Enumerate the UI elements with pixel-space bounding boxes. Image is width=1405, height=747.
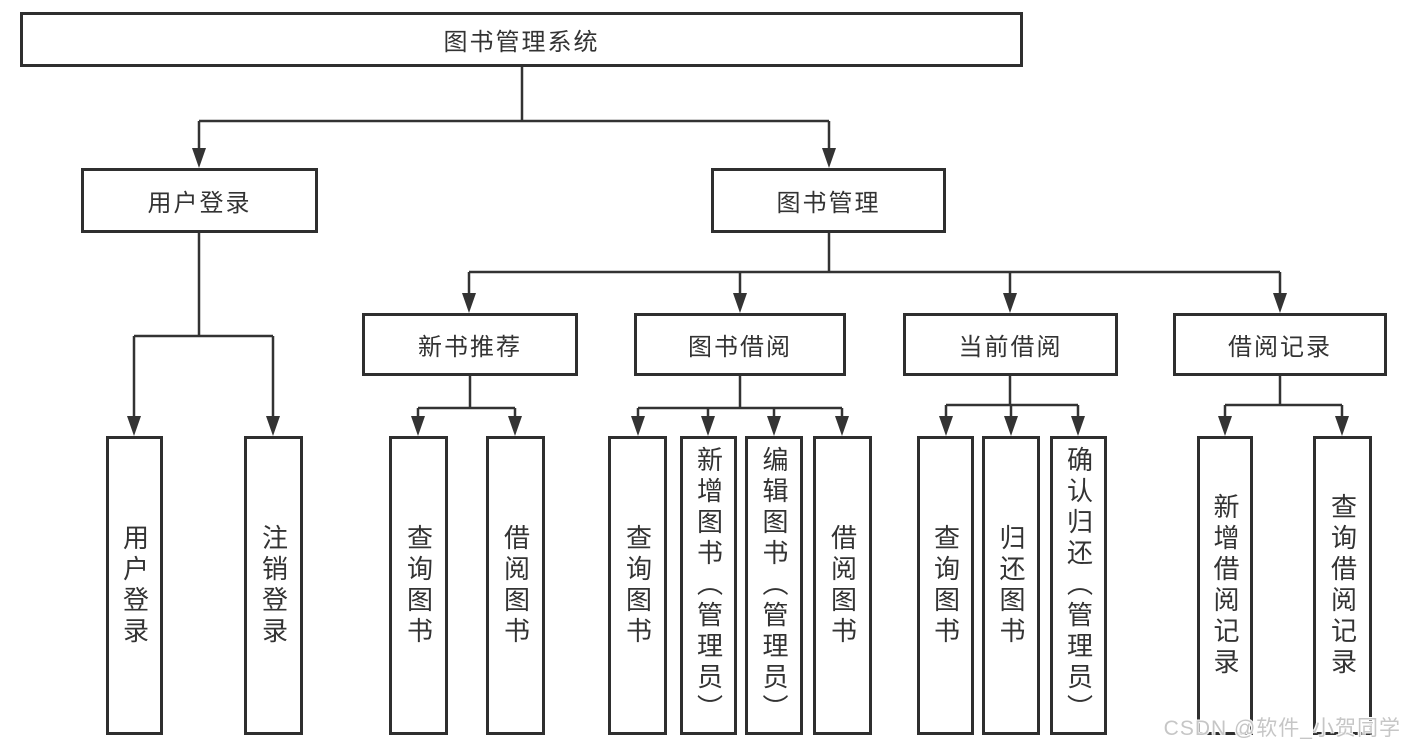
leaf-query-books-recommend: 查询图书 <box>389 436 448 735</box>
arrow-down-icon <box>767 416 781 436</box>
arrow-down-icon <box>631 416 645 436</box>
arrow-down-icon <box>733 293 747 313</box>
node-root-label: 图书管理系统 <box>443 29 600 56</box>
leaf-query-books-borrow: 查询图书 <box>608 436 667 735</box>
arrow-down-icon <box>411 416 425 436</box>
leaf-user-login-label: 用户登录 <box>119 523 150 648</box>
arrow-down-icon <box>266 416 280 436</box>
node-current-borrow: 当前借阅 <box>903 313 1118 376</box>
leaf-return-book: 归还图书 <box>982 436 1040 735</box>
arrow-down-icon <box>1004 416 1018 436</box>
arrow-down-icon <box>939 416 953 436</box>
leaf-query-books-borrow-label: 查询图书 <box>622 523 653 648</box>
leaf-add-borrow-record-label: 新增借阅记录 <box>1210 492 1240 679</box>
leaf-logout: 注销登录 <box>244 436 303 735</box>
leaf-return-book-label: 归还图书 <box>996 523 1026 648</box>
csdn-watermark: CSDN @软件_小贺同学 <box>1163 717 1401 740</box>
leaf-add-borrow-record: 新增借阅记录 <box>1197 436 1253 735</box>
node-new-book-recommend-label: 新书推荐 <box>418 334 522 361</box>
leaf-add-book-admin-label: 新增图书（管理员） <box>693 446 724 725</box>
node-borrow-records: 借阅记录 <box>1173 313 1387 376</box>
arrow-down-icon <box>1335 416 1349 436</box>
arrow-down-icon <box>822 148 836 168</box>
leaf-logout-label: 注销登录 <box>258 523 289 648</box>
leaf-user-login: 用户登录 <box>106 436 163 735</box>
leaf-confirm-return-admin: 确认归还（管理员） <box>1050 436 1107 735</box>
leaf-query-borrow-record: 查询借阅记录 <box>1313 436 1372 735</box>
node-book-borrow-label: 图书借阅 <box>688 334 792 361</box>
arrow-down-icon <box>1071 416 1085 436</box>
leaf-query-borrow-record-label: 查询借阅记录 <box>1327 492 1358 679</box>
node-user-login: 用户登录 <box>81 168 318 233</box>
node-book-management-label: 图书管理 <box>776 190 881 217</box>
arrow-down-icon <box>701 416 715 436</box>
leaf-borrow-books-recommend: 借阅图书 <box>486 436 545 735</box>
arrow-down-icon <box>127 416 141 436</box>
node-book-borrow: 图书借阅 <box>634 313 846 376</box>
leaf-query-books-current-label: 查询图书 <box>930 523 961 648</box>
leaf-add-book-admin: 新增图书（管理员） <box>680 436 737 735</box>
node-current-borrow-label: 当前借阅 <box>958 334 1063 361</box>
arrow-down-icon <box>192 148 206 168</box>
node-new-book-recommend: 新书推荐 <box>362 313 578 376</box>
arrow-down-icon <box>1273 293 1287 313</box>
leaf-query-books-current: 查询图书 <box>917 436 974 735</box>
leaf-confirm-return-admin-label: 确认归还（管理员） <box>1063 446 1094 725</box>
leaf-query-books-recommend-label: 查询图书 <box>403 523 434 648</box>
node-user-login-label: 用户登录 <box>147 190 252 217</box>
node-book-management: 图书管理 <box>711 168 946 233</box>
arrow-down-icon <box>835 416 849 436</box>
leaf-borrow-books-recommend-label: 借阅图书 <box>500 523 531 648</box>
arrow-down-icon <box>1003 293 1017 313</box>
node-root-system: 图书管理系统 <box>20 12 1023 67</box>
arrow-down-icon <box>462 293 476 313</box>
leaf-borrow-books-label: 借阅图书 <box>827 523 858 648</box>
leaf-edit-book-admin: 编辑图书（管理员） <box>745 436 803 735</box>
leaf-edit-book-admin-label: 编辑图书（管理员） <box>759 446 789 725</box>
arrow-down-icon <box>1218 416 1232 436</box>
node-borrow-records-label: 借阅记录 <box>1228 334 1332 361</box>
leaf-borrow-books: 借阅图书 <box>813 436 872 735</box>
arrow-down-icon <box>508 416 522 436</box>
